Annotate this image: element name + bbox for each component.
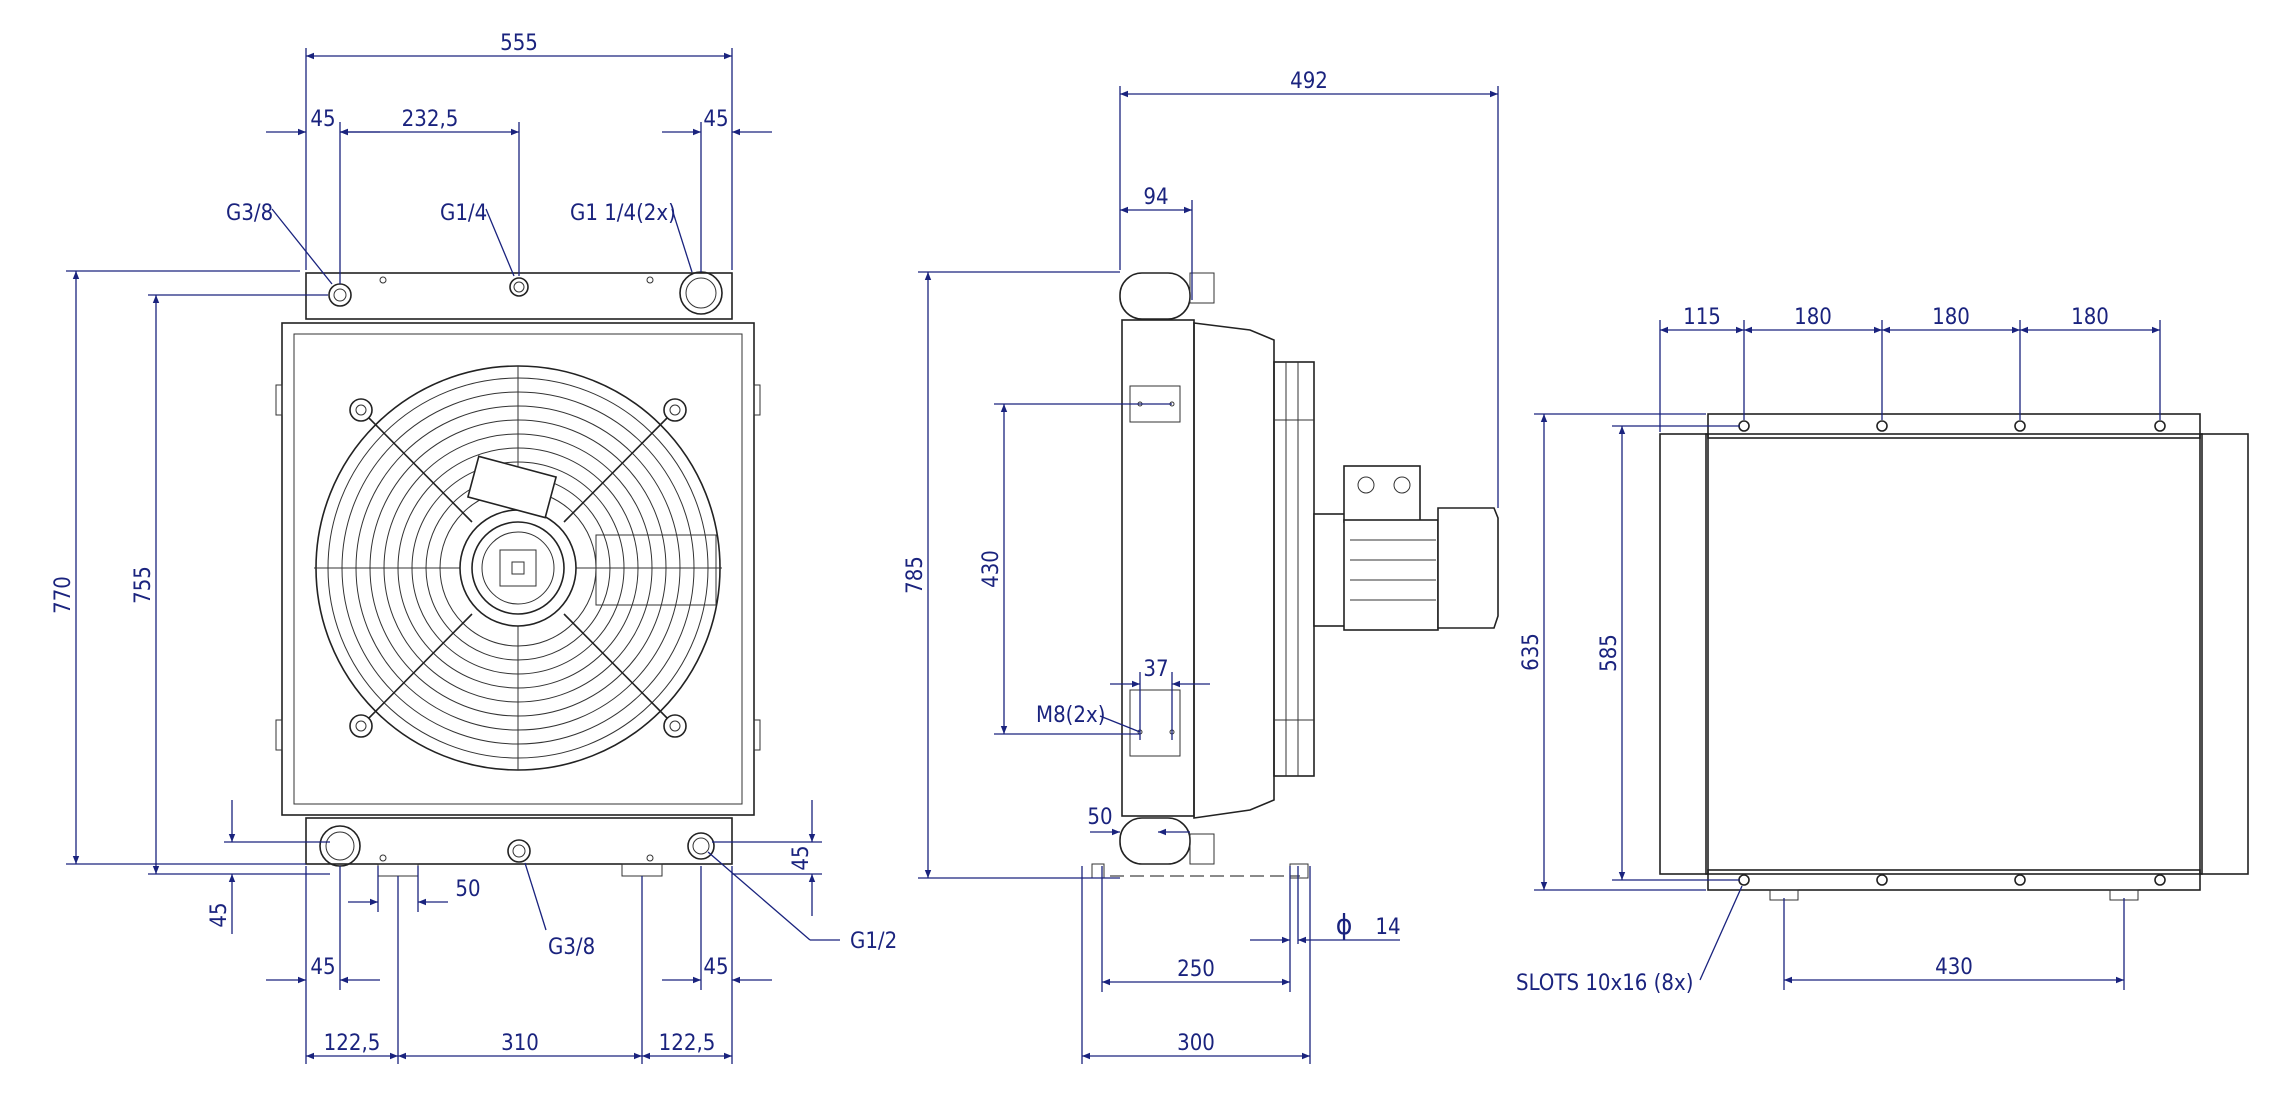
callout-slots: SLOTS 10x16 (8x) (1516, 971, 1693, 996)
dimension-lines (66, 48, 2161, 1064)
dim-left-offset: 45 (310, 107, 335, 132)
dim-foot-span: 310 (501, 1031, 539, 1056)
dim-side-foot-width: 300 (1177, 1031, 1215, 1056)
dim-overall-width: 555 (500, 31, 538, 56)
dimension-labels: 555 45 232,5 45 G3/8 G1/4 G1 1/4(2x) 770… (51, 31, 2109, 1056)
callout-port-right-top: G1 1/4(2x) (570, 201, 676, 226)
callout-mount-holes: M8(2x) (1036, 703, 1105, 728)
dim-bottom-first-hole: 115 (1683, 305, 1721, 330)
dim-side-mount-offset: 37 (1143, 657, 1168, 682)
dim-slot-width: 50 (455, 877, 480, 902)
callout-port-bottom-center: G3/8 (548, 935, 595, 960)
dim-side-foot-spacing: 250 (1177, 957, 1215, 982)
callout-port-bottom-right: G1/2 (850, 929, 897, 954)
dim-bottom-right-offset: 45 (703, 955, 728, 980)
dim-bottom-hole-pitch-3: 180 (2071, 305, 2109, 330)
bottom-view (1659, 413, 2249, 901)
callout-port-left-top: G3/8 (226, 201, 273, 226)
dim-bottom-left: 45 (207, 902, 232, 927)
side-view (1091, 272, 1499, 879)
callout-port-center-top: G1/4 (440, 201, 487, 226)
dim-side-foot-hole: 14 (1375, 915, 1400, 940)
dim-side-mount-spacing: 430 (979, 550, 1004, 588)
dim-foot-right: 122,5 (659, 1031, 716, 1056)
dim-front-port-height: 755 (131, 566, 156, 604)
dim-bottom-right: 45 (789, 845, 814, 870)
fan-guard-icon (314, 365, 722, 771)
dim-right-offset: 45 (703, 107, 728, 132)
dim-port-spacing: 232,5 (402, 107, 459, 132)
dim-front-overall-height: 770 (51, 576, 76, 614)
dim-side-overall-depth: 492 (1290, 69, 1328, 94)
dim-side-core-depth: 94 (1143, 185, 1168, 210)
dim-foot-left: 122,5 (324, 1031, 381, 1056)
dim-bottom-left-offset: 45 (310, 955, 335, 980)
dim-bottom-hole-pitch-1: 180 (1794, 305, 1832, 330)
dim-bottom-hole-pitch-2: 180 (1932, 305, 1970, 330)
dim-bottom-foot-spacing: 430 (1935, 955, 1973, 980)
diameter-symbol: ϕ (1336, 908, 1353, 941)
dim-side-overall-height: 785 (903, 556, 928, 594)
dim-side-foot-offset: 50 (1087, 805, 1112, 830)
dim-bottom-hole-spacing: 585 (1597, 634, 1622, 672)
motor-icon (1313, 465, 1499, 631)
dim-bottom-overall-height: 635 (1519, 633, 1544, 671)
front-view (275, 271, 761, 877)
